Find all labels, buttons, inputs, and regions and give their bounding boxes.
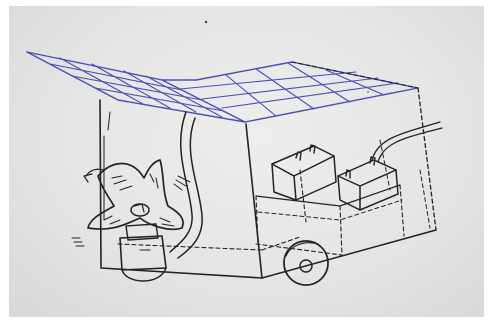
- wheel: [284, 241, 328, 285]
- fan: [72, 160, 190, 246]
- motor-box: [120, 224, 166, 281]
- box-body: [100, 88, 436, 278]
- battery-left: [272, 145, 336, 200]
- solar-panel-roof: [27, 52, 418, 122]
- battery-right: [338, 122, 442, 210]
